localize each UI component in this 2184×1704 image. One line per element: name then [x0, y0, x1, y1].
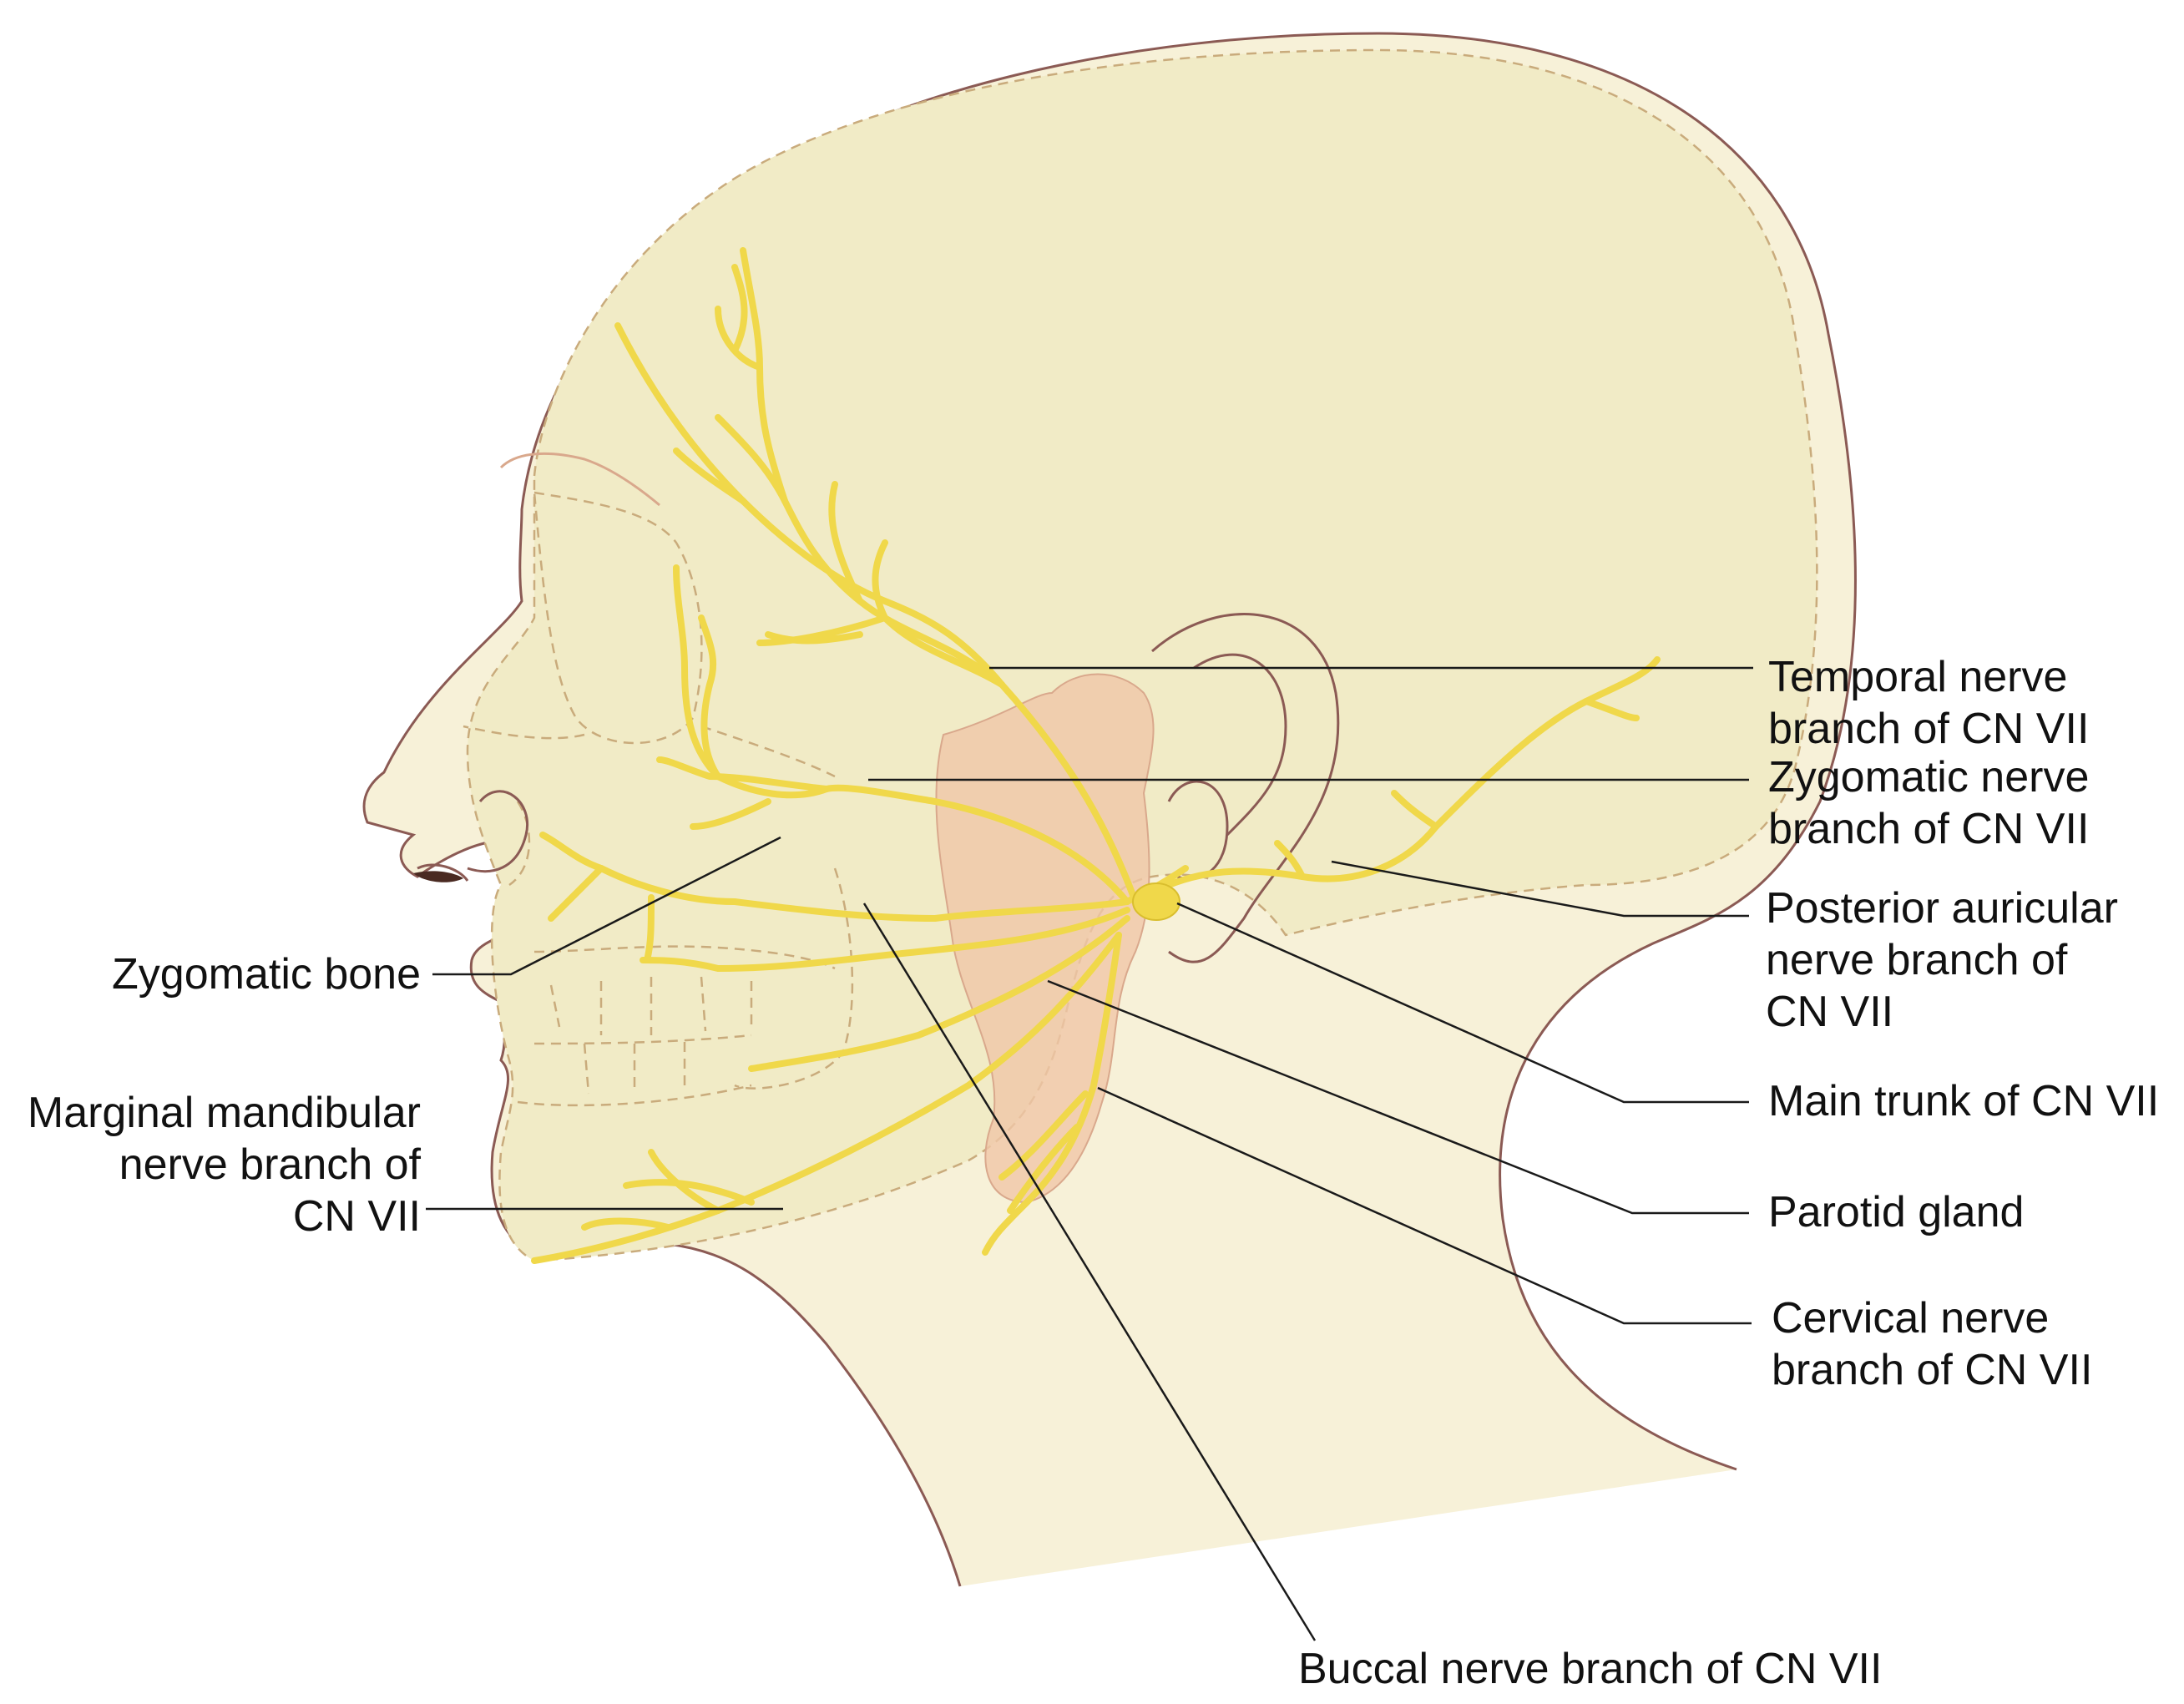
- label-buccal-nerve: Buccal nerve branch of CN VII: [1298, 1645, 1883, 1693]
- nostril: [413, 871, 463, 882]
- orbit-outline: [463, 491, 836, 887]
- label-temporal-nerve: Temporal nerve branch of CN VII: [1768, 653, 2090, 753]
- label-posterior-auricular: Posterior auricular nerve branch of CN V…: [1766, 884, 2118, 1036]
- leader-lines: [426, 666, 1753, 1641]
- label-cervical-nerve: Cervical nerve branch of CN VII: [1772, 1294, 2093, 1394]
- main-trunk-node: [1132, 882, 1180, 921]
- eyebrow: [499, 453, 660, 507]
- leader-zygomatic-bone: [432, 836, 781, 976]
- leader-buccal: [862, 903, 1317, 1641]
- leader-main-trunk: [1176, 902, 1749, 1104]
- leader-cervical: [1097, 1086, 1752, 1325]
- label-zygomatic-nerve: Zygomatic nerve branch of CN VII: [1768, 753, 2090, 853]
- leader-parotid: [1047, 979, 1749, 1215]
- label-parotid-gland: Parotid gland: [1768, 1188, 2025, 1236]
- label-main-trunk: Main trunk of CN VII: [1768, 1077, 2160, 1125]
- label-zygomatic-bone: Zygomatic bone: [112, 950, 421, 999]
- facial-nerve-branches: [531, 247, 1661, 1264]
- label-marginal-mandibular: Marginal mandibular nerve branch of CN V…: [27, 1089, 421, 1241]
- nose-detail: [417, 790, 528, 882]
- leader-posterior-auricular: [1331, 860, 1749, 918]
- teeth-outline: [517, 867, 854, 1107]
